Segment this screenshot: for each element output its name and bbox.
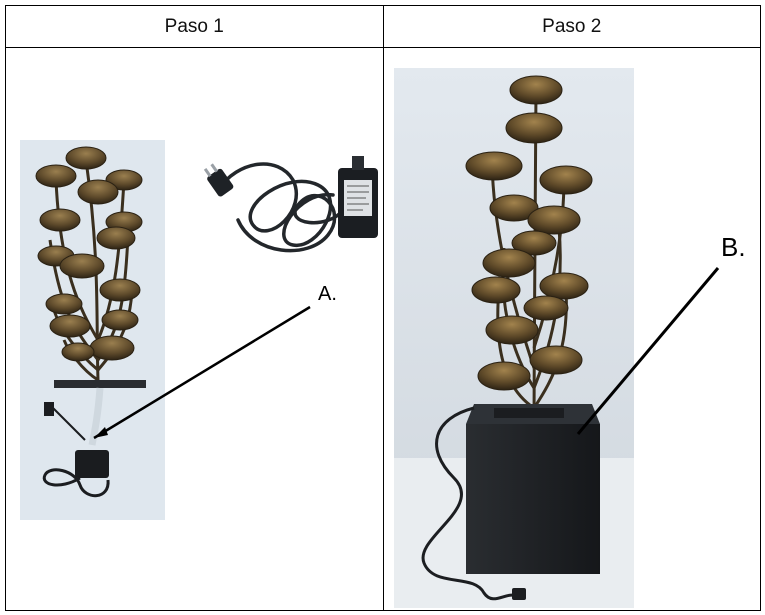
step-2-header: Paso 2: [382, 5, 761, 48]
callout-a-label: A.: [318, 283, 337, 305]
pump-with-cord-photo: [203, 156, 378, 253]
callout-b-label: B.: [721, 232, 746, 262]
fountain-tree-photo: [20, 140, 165, 520]
assembled-fountain-photo: [394, 68, 634, 608]
step-1-header: Paso 1: [5, 5, 384, 48]
